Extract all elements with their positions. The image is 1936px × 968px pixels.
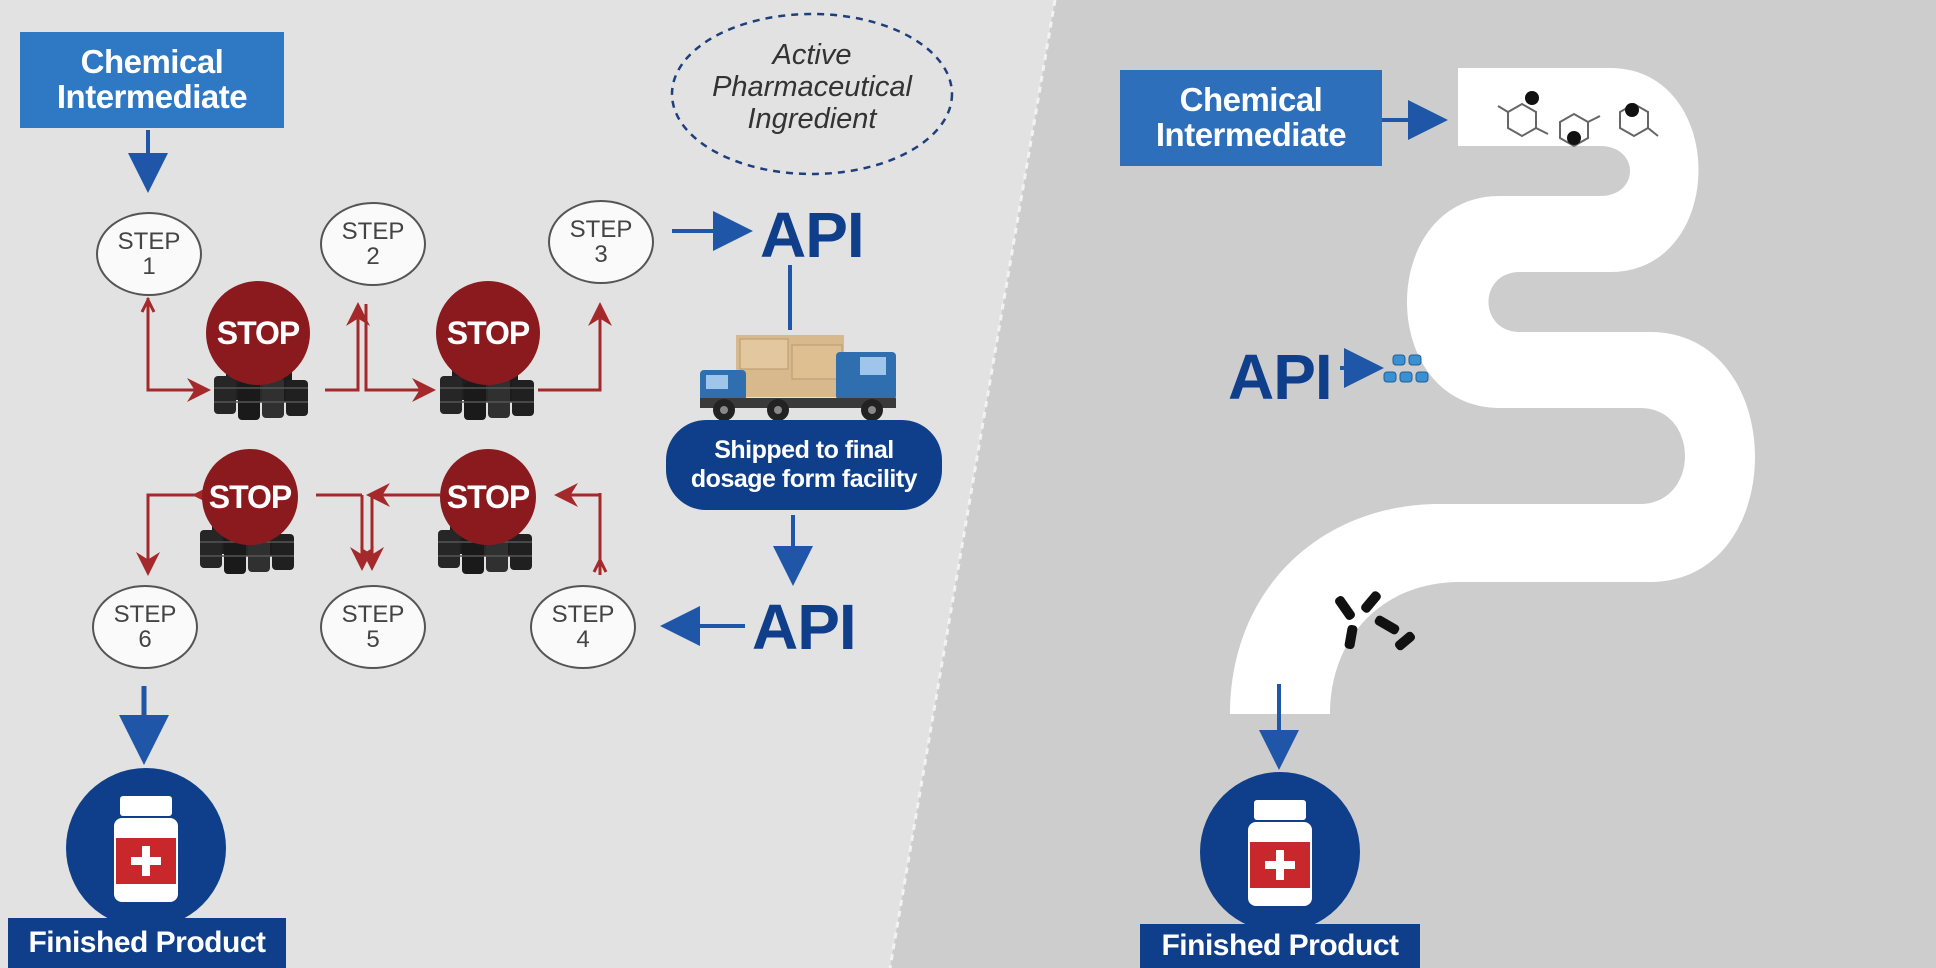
api-label-bottom: API bbox=[752, 591, 857, 663]
stop-sign-1: STOP bbox=[216, 314, 301, 351]
api-label-top: API bbox=[760, 199, 865, 271]
medicine-bottle-icon bbox=[1248, 800, 1312, 906]
medicine-bottle-icon bbox=[114, 796, 178, 902]
chemical-intermediate-box-right: Chemical Intermediate bbox=[1120, 70, 1382, 166]
active-pharmaceutical-ingredient-label: Active Pharmaceutical Ingredient bbox=[712, 39, 912, 135]
api-particles-icon bbox=[1383, 354, 1429, 383]
finished-product-label-left: Finished Product bbox=[8, 918, 286, 968]
molecule-icon bbox=[1497, 102, 1659, 148]
api-label-right: API bbox=[1228, 341, 1333, 413]
stop-sign-3: STOP bbox=[208, 478, 293, 515]
api-dashed-ellipse bbox=[670, 12, 954, 176]
shipped-label: Shipped to final dosage form facility bbox=[666, 420, 942, 510]
stop-sign-2: STOP bbox=[446, 314, 531, 351]
chemical-intermediate-box-left: Chemical Intermediate bbox=[20, 32, 284, 128]
truck-icon bbox=[700, 335, 896, 421]
finished-product-label-right: Finished Product bbox=[1140, 924, 1420, 968]
stop-sign-4: STOP bbox=[446, 478, 531, 515]
tablet-icon bbox=[1335, 591, 1416, 651]
